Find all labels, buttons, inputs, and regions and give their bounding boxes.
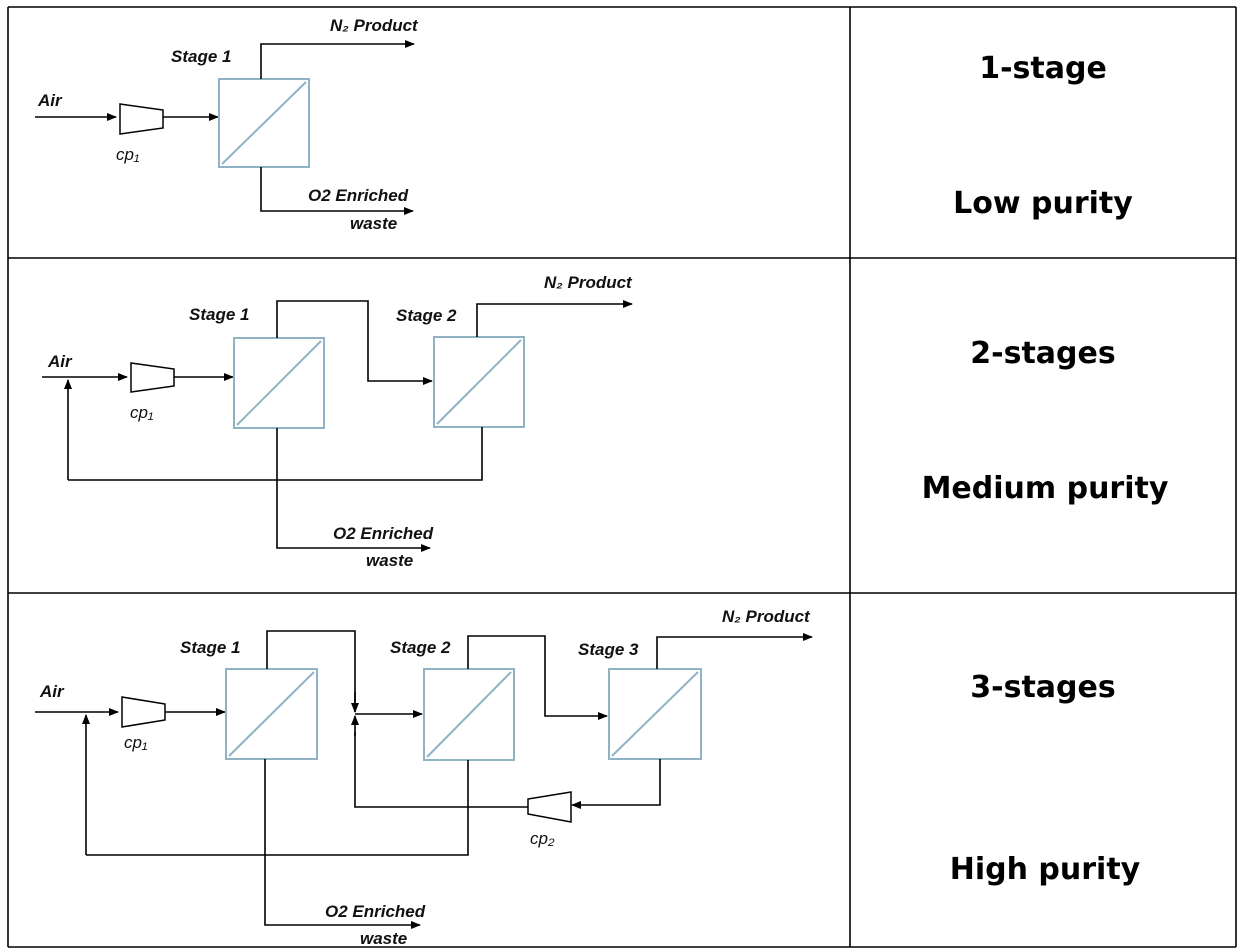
stage-1-label: Stage 1 bbox=[189, 305, 249, 324]
cp1-label: cp₁ bbox=[130, 403, 153, 422]
stage-1-label: Stage 1 bbox=[171, 47, 231, 66]
n2-product-arrow bbox=[260, 40, 415, 79]
membrane-stage-1-diagonal bbox=[221, 81, 307, 165]
row-1-stages-title: 1-stage bbox=[979, 51, 1107, 86]
stage2-recycle-line bbox=[68, 427, 483, 481]
stage-2-label: Stage 2 bbox=[396, 306, 457, 325]
waste-label: waste bbox=[366, 551, 413, 570]
stage2-recycle-line bbox=[86, 760, 469, 856]
row-3-stages-diagram: Air cp₁ Stage 1 Stage 2 Stage 3 N₂ Produ… bbox=[35, 607, 813, 948]
stage-1-label: Stage 1 bbox=[180, 638, 240, 657]
membrane-stage-2-diagonal bbox=[436, 339, 522, 425]
table-grid bbox=[7, 6, 1237, 948]
o2-waste-arrow bbox=[276, 428, 431, 552]
cp1-label: cp₁ bbox=[116, 145, 139, 164]
row-3-stages-title: 3-stages bbox=[970, 670, 1115, 705]
stage1-permeate-line bbox=[266, 630, 356, 712]
cp1-label: cp₁ bbox=[124, 733, 147, 752]
o2-waste-arrow bbox=[264, 759, 421, 929]
air-label: Air bbox=[47, 352, 73, 371]
waste-label: waste bbox=[350, 214, 397, 233]
stage-2-label: Stage 2 bbox=[390, 638, 451, 657]
membrane-stage-1-diagonal bbox=[236, 340, 322, 426]
stage3-recycle-arrow bbox=[571, 759, 661, 809]
n2-product-label: N₂ Product bbox=[544, 273, 633, 292]
compressor-cp1 bbox=[121, 696, 166, 728]
air-label: Air bbox=[39, 682, 65, 701]
compressor-cp1 bbox=[130, 362, 175, 393]
air-label: Air bbox=[37, 91, 63, 110]
row-2-purity: Medium purity bbox=[922, 471, 1169, 506]
membrane-stage-2-diagonal bbox=[426, 671, 512, 758]
stage1-to-stage2-arrow bbox=[276, 300, 433, 385]
row-1-stage-diagram: Air cp₁ Stage 1 N₂ Product O2 Enriched w… bbox=[35, 16, 419, 233]
cp2-label: cp₂ bbox=[530, 829, 555, 848]
n2-product-arrow bbox=[476, 300, 633, 337]
row-1-purity: Low purity bbox=[953, 186, 1133, 221]
waste-label: waste bbox=[360, 929, 407, 948]
n2-product-arrow bbox=[656, 633, 813, 669]
o2-enriched-label: O2 Enriched bbox=[308, 186, 409, 205]
row-3-purity: High purity bbox=[950, 852, 1141, 887]
stage-3-label: Stage 3 bbox=[578, 640, 639, 659]
row-2-stages-title: 2-stages bbox=[970, 336, 1115, 371]
cp2-recycle-line bbox=[354, 732, 528, 808]
row-2-stages-diagram: Air cp₁ Stage 1 Stage 2 N₂ Product O2 En… bbox=[42, 273, 633, 570]
compressor-cp2 bbox=[527, 791, 572, 823]
stage2-to-stage3-arrow bbox=[467, 635, 608, 720]
n2-product-label: N₂ Product bbox=[330, 16, 419, 35]
o2-enriched-label: O2 Enriched bbox=[333, 524, 434, 543]
n2-product-label: N₂ Product bbox=[722, 607, 811, 626]
o2-enriched-label: O2 Enriched bbox=[325, 902, 426, 921]
compressor-cp1 bbox=[119, 103, 164, 135]
o2-waste-arrow bbox=[260, 167, 414, 215]
membrane-stage-1-diagonal bbox=[228, 671, 315, 757]
membrane-stage-3-diagonal bbox=[611, 671, 699, 757]
